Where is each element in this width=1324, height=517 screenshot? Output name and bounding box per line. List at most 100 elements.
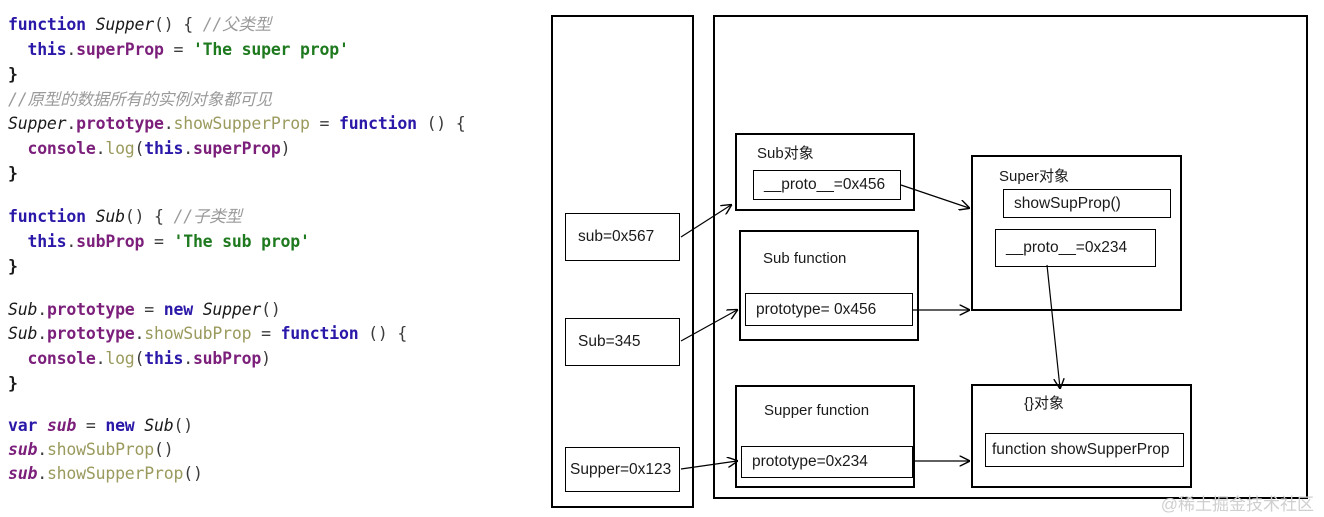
code-token: () {	[154, 15, 203, 34]
code-line: sub.showSupperProp()	[8, 465, 203, 482]
code-token: this	[144, 139, 184, 158]
code-token: .	[183, 349, 193, 368]
code-token: log	[105, 349, 135, 368]
heap-block-sub-object[interactable]: Sub对象	[735, 133, 915, 211]
code-token	[8, 232, 27, 251]
code-token: showSupperProp	[173, 114, 310, 133]
heap-block-supper-function-title: Supper function	[764, 402, 870, 419]
code-line: Supper.prototype.showSupperProp = functi…	[8, 115, 466, 132]
code-token: =	[134, 300, 164, 319]
code-token: sub	[8, 440, 38, 459]
heap-block-supper-function[interactable]: Supper function	[735, 385, 915, 488]
heap-container	[713, 15, 1308, 499]
code-token: .	[134, 324, 145, 343]
code-token: this	[27, 232, 67, 251]
code-token: Sub	[95, 207, 125, 226]
code-token: function	[280, 324, 359, 343]
code-token: 'The sub prop'	[173, 232, 310, 251]
code-token: .	[66, 40, 77, 59]
code-line: this.superProp = 'The super prop'	[8, 40, 349, 59]
code-token: () {	[358, 324, 408, 343]
code-token: showSubProp	[46, 440, 155, 459]
code-token	[8, 40, 27, 59]
code-token: ()	[154, 440, 174, 459]
code-token: sub	[46, 416, 77, 435]
code-token: ()	[183, 464, 203, 483]
stack-cell-sub[interactable]: sub=0x567	[565, 213, 680, 261]
stack-container	[551, 15, 694, 508]
slot-prototype-0x456[interactable]: prototype= 0x456	[745, 293, 913, 326]
code-token: console	[27, 349, 96, 368]
code-token: function	[8, 15, 96, 34]
watermark: @稀土掘金技术社区	[1160, 495, 1314, 514]
code-token: =	[76, 416, 106, 435]
code-token: superProp	[192, 139, 281, 158]
stack-cell-Sub[interactable]: Sub=345	[565, 318, 680, 366]
code-token: showSubProp	[144, 324, 252, 343]
code-line: }	[8, 66, 18, 83]
code-line: }	[8, 375, 18, 392]
code-token: .	[37, 324, 47, 343]
code-token: Sub	[8, 324, 38, 343]
code-token: new	[105, 416, 145, 435]
heap-block-super-object[interactable]: Super对象	[971, 155, 1182, 311]
code-line: sub.showSubProp()	[8, 440, 174, 459]
code-token: ()	[261, 300, 281, 319]
code-token	[8, 349, 27, 368]
code-line: Sub.prototype = new Supper()	[8, 301, 281, 318]
code-editor-pane: function Supper() { //父类型 this.superProp…	[0, 0, 545, 517]
code-token: .	[163, 114, 174, 133]
code-token: log	[105, 139, 135, 158]
code-line: }	[8, 258, 18, 275]
code-token: console	[27, 139, 96, 158]
code-line: function Supper() { //父类型	[8, 16, 271, 33]
code-token: superProp	[76, 40, 164, 59]
code-token: )	[261, 349, 271, 368]
heap-block-sub-function-title: Sub function	[763, 250, 847, 267]
slot-proto-0x456-label: __proto__=0x456	[764, 176, 886, 193]
code-token: prototype	[46, 300, 135, 319]
code-token: .	[95, 349, 106, 368]
code-token: subProp	[76, 232, 145, 251]
code-token: Supper	[202, 300, 262, 319]
code-token: }	[8, 257, 18, 276]
slot-function-showSupperProp[interactable]: function showSupperProp	[985, 433, 1184, 467]
heap-block-empty-object[interactable]: {}对象	[971, 384, 1192, 488]
code-line: Sub.prototype.showSubProp = function () …	[8, 325, 407, 342]
code-token: .	[37, 464, 47, 483]
code-token: var	[8, 416, 47, 435]
code-token: () {	[416, 114, 466, 133]
code-token: }	[8, 65, 18, 84]
slot-proto-0x234[interactable]: __proto__=0x234	[995, 229, 1156, 267]
slot-function-showSupperProp-label: function showSupperProp	[992, 441, 1170, 458]
code-token: this	[144, 349, 184, 368]
stack-cell-sub-label: sub=0x567	[578, 228, 655, 245]
code-line: console.log(this.subProp)	[8, 350, 271, 367]
code-token: .	[66, 232, 77, 251]
code-token: Sub	[8, 300, 38, 319]
code-token: 'The super prop'	[192, 40, 349, 59]
code-token: prototype	[46, 324, 135, 343]
stack-cell-Sub-label: Sub=345	[578, 333, 641, 350]
heap-block-sub-function[interactable]: Sub function	[739, 230, 919, 341]
slot-showSupProp[interactable]: showSupProp()	[1003, 189, 1171, 218]
slot-showSupProp-label: showSupProp()	[1014, 194, 1121, 212]
code-line: function Sub() { //子类型	[8, 208, 242, 225]
code-line: }	[8, 165, 18, 182]
code-token: //子类型	[173, 207, 242, 226]
code-token: showSupperProp	[46, 464, 184, 483]
slot-proto-0x456[interactable]: __proto__=0x456	[753, 170, 901, 200]
stack-cell-Supper[interactable]: Supper=0x123	[565, 447, 680, 492]
code-token: (	[134, 139, 145, 158]
code-token: prototype	[76, 114, 164, 133]
slot-prototype-0x234[interactable]: prototype=0x234	[741, 446, 913, 478]
code-token: Supper	[8, 114, 67, 133]
code-token: //父类型	[202, 15, 272, 34]
code-token: //原型的数据所有的实例对象都可见	[8, 90, 272, 109]
code-token: =	[309, 114, 339, 133]
slot-proto-0x234-label: __proto__=0x234	[1006, 239, 1128, 256]
code-token: sub	[8, 464, 38, 483]
code-token: }	[8, 164, 18, 183]
stack-cell-Supper-label: Supper=0x123	[570, 460, 672, 478]
slot-prototype-0x234-label: prototype=0x234	[752, 453, 868, 470]
